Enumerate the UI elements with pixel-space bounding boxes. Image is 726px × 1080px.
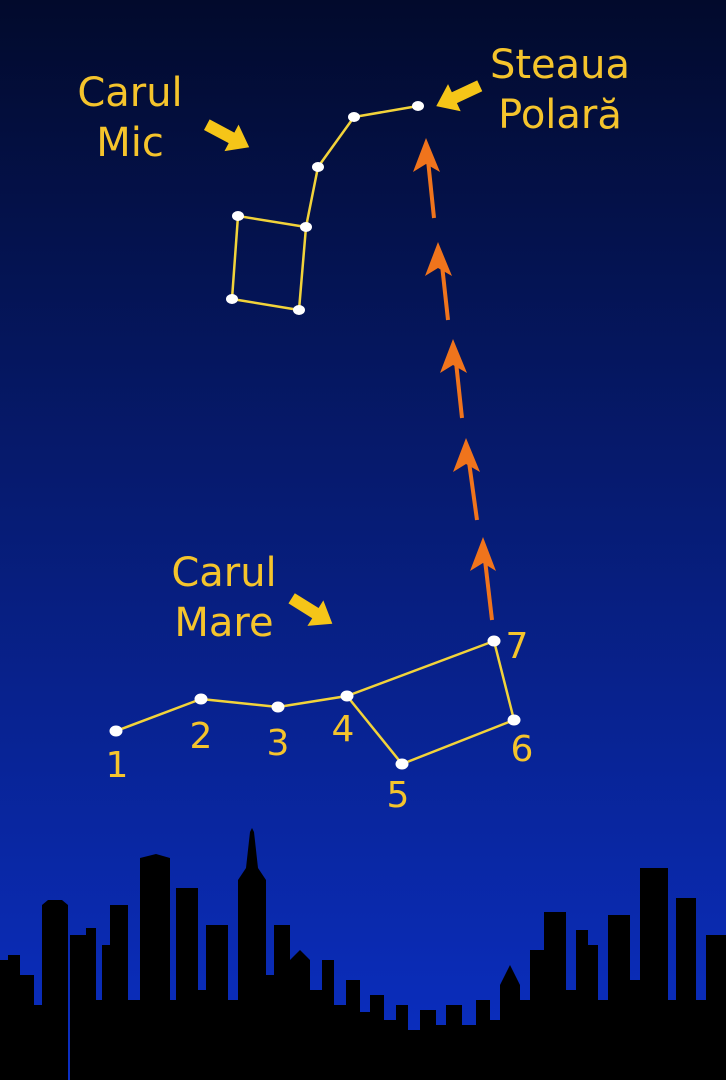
star-number-7: 7 [506, 626, 529, 667]
star-number-4: 4 [332, 709, 355, 750]
little-dipper-star [232, 211, 244, 221]
guide-arrow-1 [470, 537, 496, 621]
orange-arrowhead-icon [470, 537, 496, 571]
little-dipper-star [226, 294, 238, 304]
star-number-5: 5 [387, 775, 410, 816]
orange-arrowhead-icon [440, 339, 467, 373]
little-dipper-star [293, 305, 305, 315]
pointer-arrows [203, 80, 483, 626]
guide-arrow-3 [440, 339, 467, 419]
big-dipper-star-3 [271, 701, 285, 713]
big-dipper-label-line1: Carul [171, 550, 276, 596]
little-dipper-handle [304, 104, 419, 228]
little-dipper-star [348, 112, 360, 122]
city-skyline [0, 828, 726, 1080]
orange-arrowhead-icon [425, 242, 452, 276]
big-dipper-star-2 [194, 693, 208, 705]
polaris-star [412, 101, 424, 111]
labels: Carul Mic Steaua Polară Carul Mare 1 2 3… [77, 42, 630, 816]
star-number-1: 1 [106, 745, 129, 786]
big-dipper-star-7 [487, 635, 501, 647]
big-dipper-star-1 [109, 725, 123, 737]
yellow-arrow-icon [203, 119, 250, 152]
star-number-6: 6 [511, 729, 534, 770]
little-dipper-star [300, 222, 312, 232]
orange-arrowhead-icon [453, 438, 480, 472]
polaris-label-line2: Polară [498, 92, 622, 138]
little-dipper-label-line1: Carul [77, 70, 182, 116]
guide-arrow-5 [413, 138, 440, 219]
star-number-3: 3 [267, 723, 290, 764]
big-dipper-handle [115, 694, 348, 733]
yellow-arrow-icon [436, 80, 483, 112]
orange-arrowhead-icon [413, 138, 440, 172]
little-dipper-label-line2: Mic [96, 120, 164, 166]
big-dipper-star-4 [340, 690, 354, 702]
big-dipper-label-line2: Mare [174, 600, 273, 646]
big-dipper-star-5 [395, 758, 409, 770]
guide-arrow-4 [425, 242, 452, 321]
stars [109, 101, 521, 770]
little-dipper-star [312, 162, 324, 172]
guide-arrows [413, 138, 496, 621]
guide-arrow-2 [453, 438, 480, 521]
star-number-2: 2 [190, 716, 213, 757]
polaris-label-line1: Steaua [490, 42, 630, 88]
yellow-arrow-icon [288, 593, 333, 626]
big-dipper-star-6 [507, 714, 521, 726]
